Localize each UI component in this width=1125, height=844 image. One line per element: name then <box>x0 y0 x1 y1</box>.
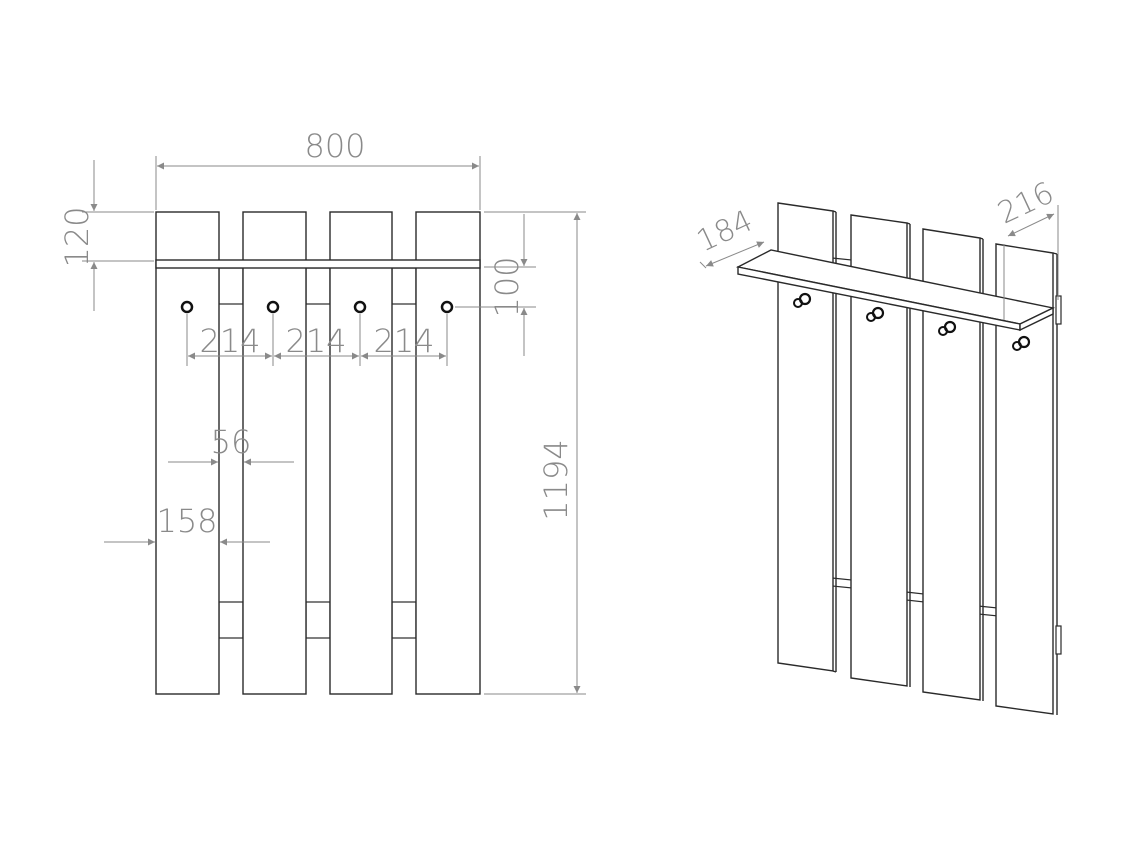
vertical-boards <box>155 211 481 695</box>
board-3 <box>329 211 393 695</box>
dim-label-184: 184 <box>692 203 759 259</box>
perspective-hooks <box>793 292 1031 351</box>
dim-label-158: 158 <box>156 502 217 540</box>
dim-hook-spacing: 214 214 214 <box>186 314 448 366</box>
persp-hook-4 <box>1012 335 1031 351</box>
hook-3 <box>353 300 367 314</box>
perspective-view: 184 216 <box>692 175 1062 715</box>
dim-gap: 56 <box>168 423 294 466</box>
dim-overall-height: 1194 <box>484 211 586 695</box>
dim-label-1194: 1194 <box>537 439 575 520</box>
dim-label-214-c: 214 <box>373 322 434 360</box>
dim-label-214-a: 214 <box>199 322 260 360</box>
hook-1 <box>180 300 194 314</box>
dim-label-100: 100 <box>488 256 526 317</box>
hook-4 <box>440 300 454 314</box>
hook-2 <box>266 300 280 314</box>
board-4 <box>415 211 481 695</box>
dim-label-214-b: 214 <box>285 322 346 360</box>
dim-hook-offset: 100 <box>455 214 536 356</box>
dim-label-216: 216 <box>993 175 1060 231</box>
board-2 <box>242 211 307 695</box>
persp-hook-2 <box>866 306 885 322</box>
persp-hook-1 <box>793 292 812 308</box>
dim-label-56: 56 <box>211 423 252 461</box>
front-view: 800 120 100 214 214 <box>58 127 586 695</box>
persp-board-2 <box>850 214 908 687</box>
dim-board-width: 158 <box>104 502 270 546</box>
dim-shelf-depth: 184 <box>692 203 765 269</box>
board-1 <box>155 211 220 695</box>
dim-overall-width: 800 <box>155 127 481 210</box>
shelf-front <box>155 259 481 269</box>
persp-board-3 <box>922 228 981 701</box>
dim-label-800: 800 <box>304 127 365 165</box>
dim-label-120: 120 <box>58 206 96 267</box>
persp-hook-3 <box>938 320 957 336</box>
hooks-front <box>180 300 454 314</box>
persp-board-4 <box>995 243 1054 715</box>
dim-top-height: 120 <box>58 160 154 311</box>
perspective-shelf <box>735 249 1056 332</box>
perspective-boards <box>777 202 1058 715</box>
